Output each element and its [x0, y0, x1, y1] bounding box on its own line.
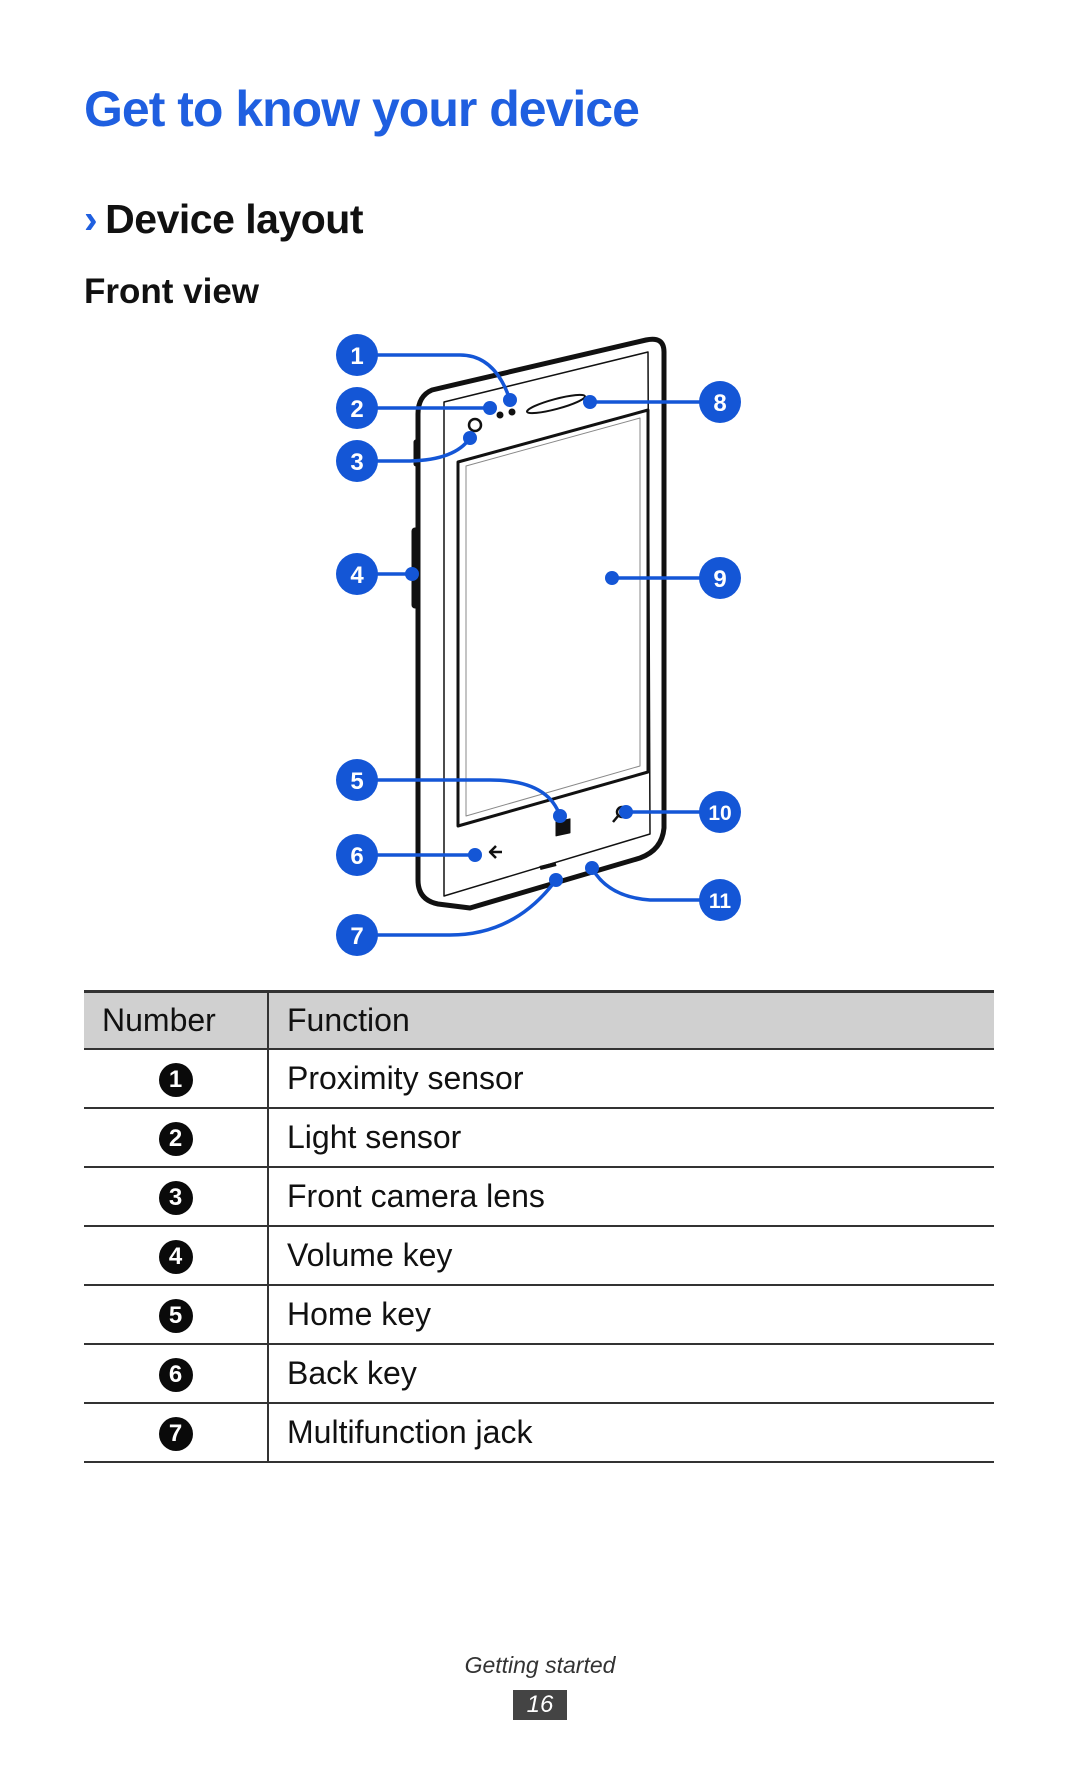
number-cell: 7 — [84, 1403, 268, 1463]
earpiece-speaker — [525, 393, 587, 415]
callout-badges: 1 2 3 4 5 6 7 8 9 10 11 — [336, 334, 741, 956]
screen-reflection — [465, 417, 641, 817]
page-title: Get to know your device — [84, 81, 640, 137]
footer-section-label: Getting started — [464, 1652, 616, 1678]
number-cell: 6 — [84, 1344, 268, 1404]
callout-5-label: 5 — [350, 768, 363, 795]
number-badge: 2 — [158, 1122, 193, 1157]
callout-1-label: 1 — [350, 343, 363, 370]
number-badge: 1 — [158, 1063, 193, 1098]
callout-7-label: 7 — [350, 923, 363, 950]
callout-9-badge — [699, 557, 741, 599]
callout-4-badge — [336, 553, 378, 595]
table-row: 1 Proximity sensor — [84, 1049, 994, 1109]
callout-5-badge — [336, 759, 378, 801]
function-cell: Front camera lens — [267, 1167, 994, 1227]
callout-10-badge — [699, 791, 741, 833]
number-cell: 1 — [84, 1049, 268, 1109]
number-badge: 7 — [158, 1417, 193, 1452]
table-row: 7 Multifunction jack — [84, 1403, 994, 1463]
back-key-icon — [488, 845, 502, 859]
number-cell: 2 — [84, 1108, 268, 1168]
proximity-sensor — [508, 408, 516, 416]
callout-8-label: 8 — [713, 390, 726, 417]
section-heading: ›Device layout — [84, 196, 363, 243]
phone-screen — [456, 408, 650, 828]
number-cell: 5 — [84, 1285, 268, 1345]
callout-anchor-dots — [405, 393, 633, 887]
number-badge: 5 — [158, 1299, 193, 1334]
function-cell: Back key — [267, 1344, 994, 1404]
table-row: 5 Home key — [84, 1285, 994, 1345]
callout-9-label: 9 — [713, 566, 726, 593]
callout-8-badge — [699, 381, 741, 423]
callout-7-badge — [336, 914, 378, 956]
callout-3-badge — [336, 440, 378, 482]
phone-body — [415, 336, 667, 911]
section-title: Device layout — [105, 196, 363, 242]
callout-11-badge — [699, 879, 741, 921]
callout-2-badge — [336, 387, 378, 429]
multifunction-jack — [539, 862, 557, 870]
table-row: 6 Back key — [84, 1344, 994, 1404]
number-cell: 3 — [84, 1167, 268, 1227]
page-number: 16 — [513, 1690, 567, 1720]
table-header-row: Number Function — [84, 990, 994, 1050]
function-cell: Multifunction jack — [267, 1403, 994, 1463]
callout-10-label: 10 — [708, 802, 731, 825]
phone-bezel — [443, 351, 651, 897]
phone-illustration — [411, 336, 667, 911]
number-cell: 4 — [84, 1226, 268, 1286]
callout-1-badge — [336, 334, 378, 376]
table-row: 3 Front camera lens — [84, 1167, 994, 1227]
front-camera-lens — [467, 417, 483, 433]
callout-6-label: 6 — [350, 843, 363, 870]
function-cell: Proximity sensor — [267, 1049, 994, 1109]
function-table: Number Function 1 Proximity sensor 2 Lig… — [84, 990, 994, 1463]
callout-11-label: 11 — [709, 890, 732, 913]
function-cell: Home key — [267, 1285, 994, 1345]
column-header-function: Function — [267, 990, 994, 1050]
table-row: 2 Light sensor — [84, 1108, 994, 1168]
callout-6-badge — [336, 834, 378, 876]
callout-4-label: 4 — [350, 562, 364, 589]
device-front-view-diagram: 1 2 3 4 5 6 7 8 9 10 11 — [336, 334, 741, 956]
chevron-right-icon: › — [84, 196, 98, 242]
callout-2-label: 2 — [350, 396, 363, 423]
number-badge: 3 — [158, 1181, 193, 1216]
function-cell: Volume key — [267, 1226, 994, 1286]
function-cell: Light sensor — [267, 1108, 994, 1168]
column-header-number: Number — [84, 990, 268, 1050]
callout-3-label: 3 — [350, 449, 363, 476]
table-row: 4 Volume key — [84, 1226, 994, 1286]
light-sensor — [496, 411, 504, 419]
number-badge: 6 — [158, 1358, 193, 1393]
subsection-heading: Front view — [84, 272, 260, 311]
number-badge: 4 — [158, 1240, 193, 1275]
